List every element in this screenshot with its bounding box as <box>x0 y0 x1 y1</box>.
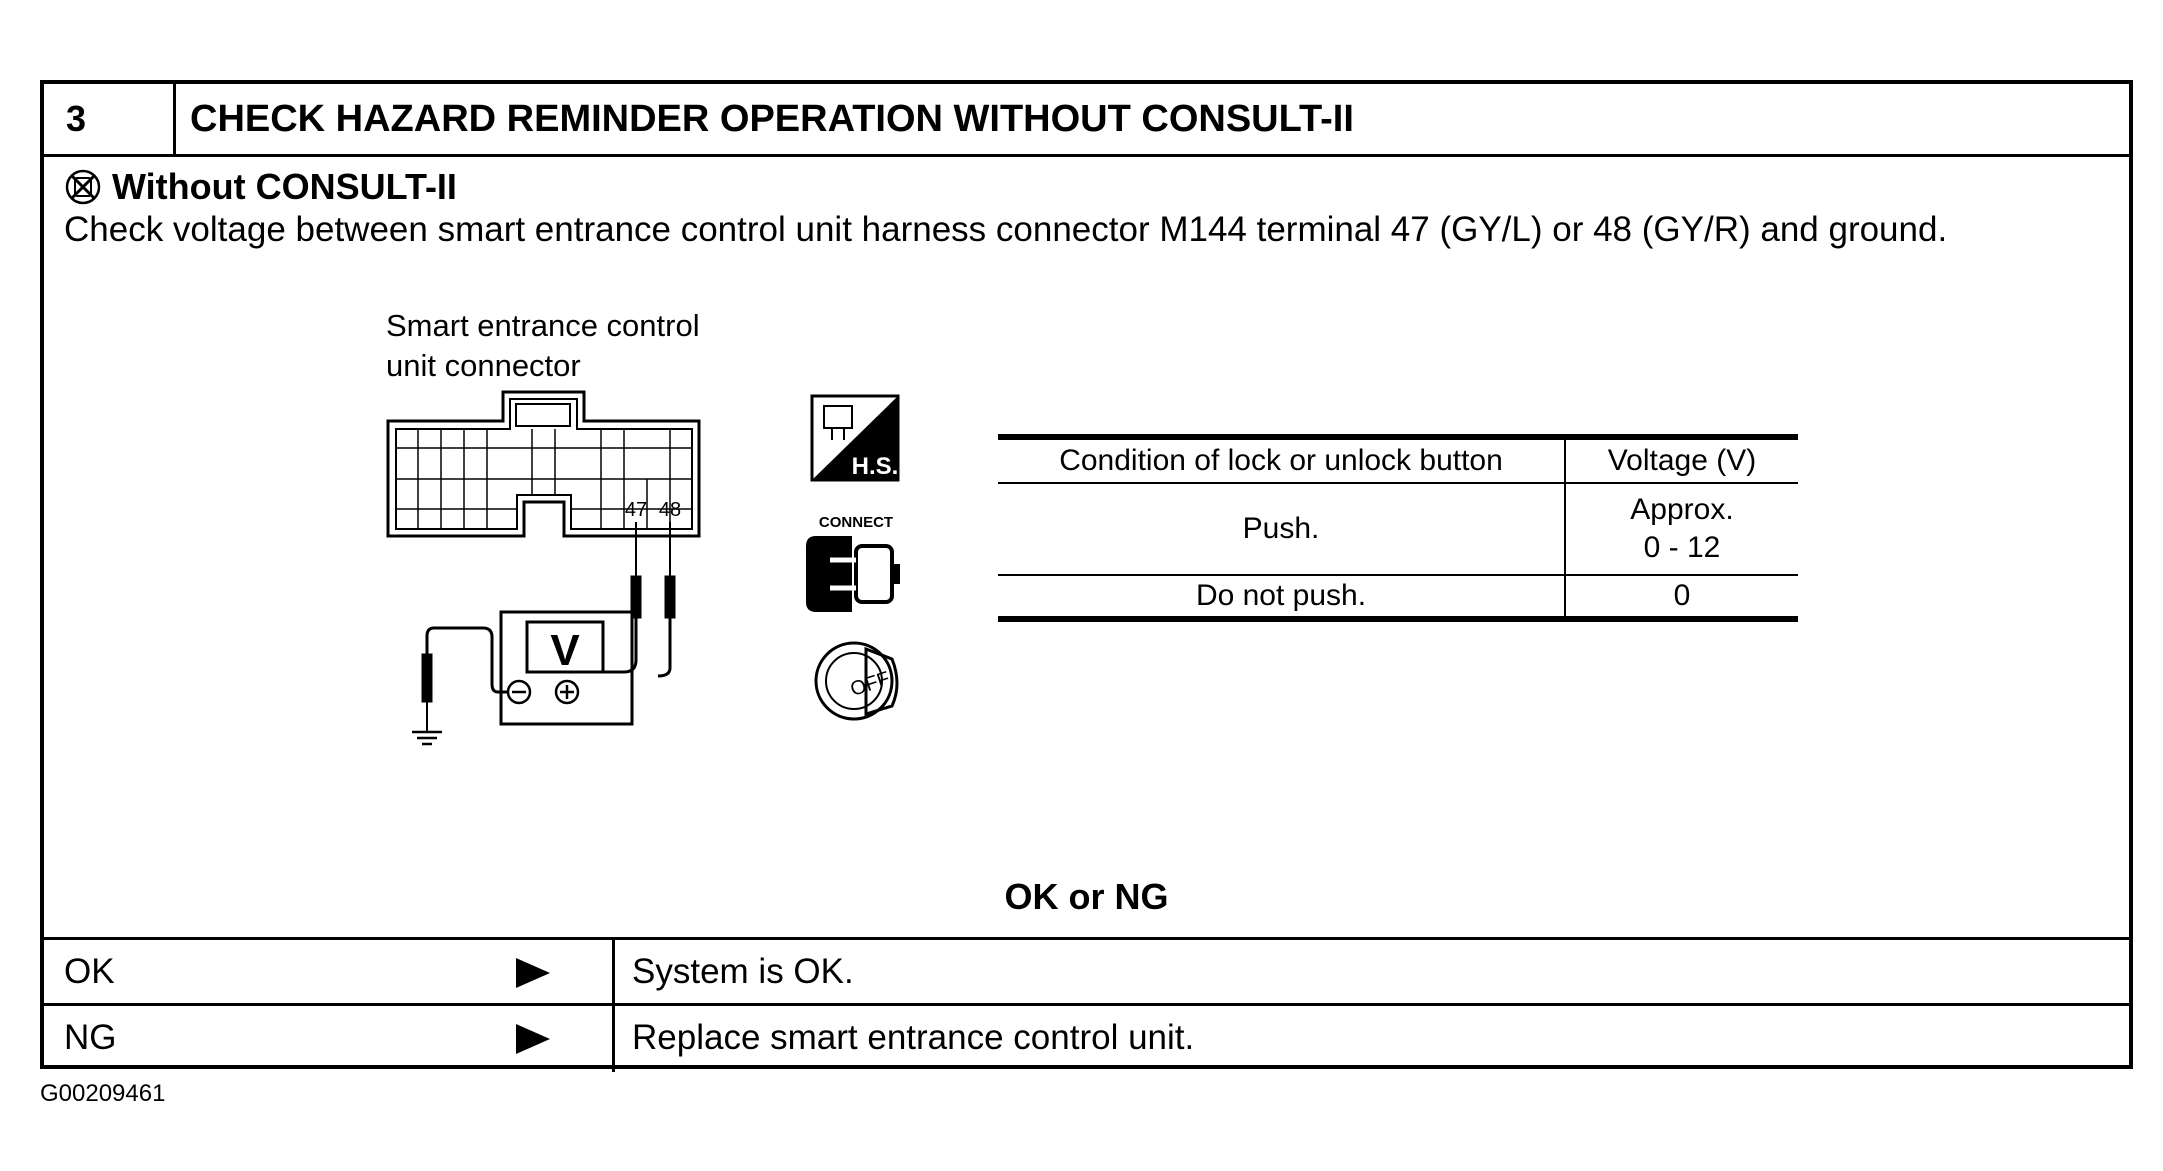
subheading-text: Without CONSULT-II <box>112 166 457 207</box>
result-label: OK <box>64 952 115 991</box>
hs-harness-side-icon: H.S. <box>810 394 900 482</box>
condition-cell: Do not push. <box>998 575 1566 619</box>
step-title: CHECK HAZARD REMINDER OPERATION WITHOUT … <box>190 98 1354 140</box>
inspection-step-box: 3 CHECK HAZARD REMINDER OPERATION WITHOU… <box>40 80 2133 1072</box>
check-description: Check voltage between smart entrance con… <box>64 210 1948 249</box>
off-icon-text: OFF <box>848 668 893 701</box>
table-row: Push. Approx. 0 - 12 <box>998 483 1798 575</box>
voltage-cell-line1: Approx. <box>1630 493 1734 526</box>
voltage-table-header: Condition of lock or unlock button Volta… <box>998 437 1798 483</box>
ok-or-ng-label: OK or NG <box>1004 876 1169 917</box>
voltmeter-symbol: V <box>550 626 580 675</box>
connector-label-line2: unit connector <box>386 348 581 383</box>
ignition-key-off-icon: OFF <box>814 641 899 721</box>
condition-column-header: Condition of lock or unlock button <box>998 437 1566 483</box>
voltage-cell: 0 <box>1673 579 1691 612</box>
connector-outline <box>386 390 701 538</box>
result-row-ng: NG Replace smart entrance control unit. <box>44 1003 2129 1072</box>
voltmeter <box>499 610 634 726</box>
result-text: Replace smart entrance control unit. <box>632 1018 1195 1057</box>
arrow-right-icon <box>516 1024 550 1054</box>
result-divider <box>612 940 615 1006</box>
condition-cell: Push. <box>998 483 1566 575</box>
result-divider <box>612 1006 615 1072</box>
connector-disconnect-icon: CONNECT <box>806 514 900 612</box>
hs-icon-text: H.S. <box>852 453 899 480</box>
test-probes <box>568 522 676 678</box>
connector-label-line1: Smart entrance control <box>386 308 700 343</box>
ground-lead <box>412 626 508 746</box>
terminal-48-label: 48 <box>659 499 681 521</box>
wiring-diagram: 47 48 V <box>386 390 900 746</box>
arrow-right-icon <box>516 958 550 988</box>
result-label: NG <box>64 1018 117 1057</box>
table-row: Do not push. 0 <box>998 575 1798 619</box>
voltage-cell-line2: 0 - 12 <box>1643 531 1721 564</box>
connector-label: Smart entrance control unit connector <box>386 306 700 386</box>
connect-icon-text: CONNECT <box>819 514 893 531</box>
step-header: 3 CHECK HAZARD REMINDER OPERATION WITHOU… <box>44 84 2129 157</box>
result-row-ok: OK System is OK. <box>44 937 2129 1006</box>
figure-code: G00209461 <box>40 1080 166 1107</box>
voltage-table: Condition of lock or unlock button Volta… <box>998 434 1798 622</box>
result-text: System is OK. <box>632 952 854 991</box>
voltage-column-header: Voltage (V) <box>1607 444 1757 477</box>
subheading: Without CONSULT-II <box>64 166 457 208</box>
terminal-47-label: 47 <box>625 499 647 521</box>
step-number: 3 <box>44 84 176 154</box>
voltage-cell: Approx. 0 - 12 <box>1565 483 1798 575</box>
no-consult-icon <box>65 169 101 205</box>
